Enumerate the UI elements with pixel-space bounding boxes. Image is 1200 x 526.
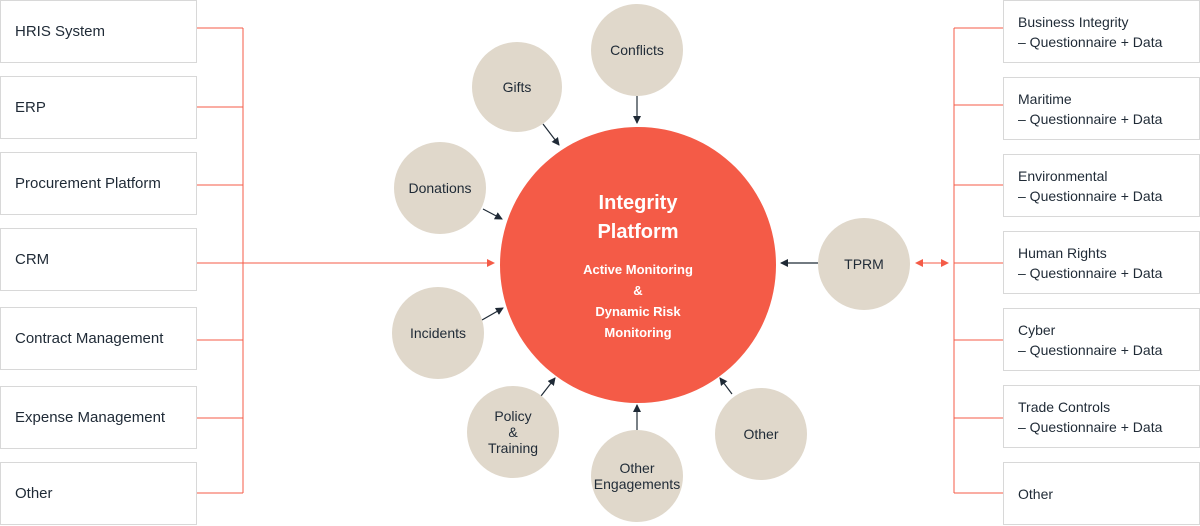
bubble-label-group: Other Engagements (594, 460, 680, 492)
bubble-conflicts: Conflicts (591, 4, 683, 96)
right-module-title: Maritime (1018, 90, 1072, 107)
left-system-label: Procurement Platform (15, 175, 161, 192)
right-module-text: Maritime – Questionnaire + Data (1018, 89, 1162, 129)
platform-title-line: Integrity (598, 192, 678, 214)
left-system-label: HRIS System (15, 23, 106, 40)
right-module-other: Other (1003, 462, 1200, 525)
bubble-label-group: Policy & Training (488, 408, 538, 456)
left-system-label: CRM (15, 251, 50, 268)
platform-subtitle: Active Monitoring & Dynamic Risk Monitor… (500, 259, 776, 343)
bubble-incidents: Incidents (392, 287, 484, 379)
left-system-expense-management: Expense Management (0, 386, 197, 449)
bubble-other: Other (715, 388, 807, 480)
right-module-title: Cyber (1018, 321, 1056, 338)
platform-title: Integrity Platform (500, 189, 776, 247)
bubble-label: Gifts (502, 79, 532, 95)
right-module-trade-controls: Trade Controls – Questionnaire + Data (1003, 385, 1200, 448)
left-system-erp: ERP (0, 76, 197, 139)
arrow-gifts (542, 123, 560, 146)
left-system-label: Expense Management (15, 409, 166, 426)
right-module-text: Business Integrity – Questionnaire + Dat… (1018, 12, 1162, 52)
right-module-title: Business Integrity (1018, 13, 1129, 30)
platform-subtitle-line: Dynamic Risk (595, 304, 681, 319)
bubble-label: & (508, 424, 518, 440)
bubble-label: Donations (408, 180, 472, 196)
right-module-human-rights: Human Rights – Questionnaire + Data (1003, 231, 1200, 294)
right-module-title: Human Rights (1018, 244, 1107, 261)
right-module-maritime: Maritime – Questionnaire + Data (1003, 77, 1200, 140)
right-module-subtitle: – Questionnaire + Data (1018, 341, 1163, 358)
arrow-incidents (481, 307, 504, 321)
left-system-procurement: Procurement Platform (0, 152, 197, 215)
bubble-label: Engagements (593, 476, 681, 492)
bubble-label: Training (487, 440, 539, 456)
left-system-label: Other (15, 485, 53, 502)
arrow-other (719, 377, 733, 395)
bubble-label: Other (619, 460, 655, 476)
bubble-label: Incidents (409, 325, 467, 341)
left-bracket (197, 27, 244, 494)
bubble-arrows (481, 96, 818, 430)
bubble-label: Other (743, 426, 779, 442)
bubble-tprm: TPRM (818, 218, 910, 310)
bubble-label: Policy (494, 408, 532, 424)
right-module-text: Human Rights – Questionnaire + Data (1018, 243, 1162, 283)
bubble-donations: Donations (394, 142, 486, 234)
left-system-crm: CRM (0, 228, 197, 291)
arrow-policy (540, 377, 556, 397)
right-module-subtitle: – Questionnaire + Data (1018, 264, 1163, 281)
platform-subtitle-line: & (633, 283, 643, 298)
right-module-title: Trade Controls (1018, 398, 1111, 415)
right-module-cyber: Cyber – Questionnaire + Data (1003, 308, 1200, 371)
integrity-platform-circle: Integrity Platform Active Monitoring & D… (500, 127, 776, 403)
left-system-contract-management: Contract Management (0, 307, 197, 370)
bubble-label: TPRM (844, 256, 884, 272)
right-module-environmental: Environmental – Questionnaire + Data (1003, 154, 1200, 217)
left-system-label: Contract Management (15, 330, 164, 347)
platform-subtitle-line: Active Monitoring (583, 262, 693, 277)
right-module-business-integrity: Business Integrity – Questionnaire + Dat… (1003, 0, 1200, 63)
right-module-title: Other (1018, 485, 1054, 502)
right-module-text: Other (1018, 484, 1053, 504)
right-module-text: Cyber – Questionnaire + Data (1018, 320, 1162, 360)
right-module-text: Trade Controls – Questionnaire + Data (1018, 397, 1162, 437)
right-module-subtitle: – Questionnaire + Data (1018, 187, 1163, 204)
bubble-label: Conflicts (610, 42, 664, 58)
left-system-hris: HRIS System (0, 0, 197, 63)
left-system-other: Other (0, 462, 197, 525)
platform-title-line: Platform (597, 221, 679, 243)
left-system-label: ERP (15, 99, 46, 116)
platform-subtitle-line: Monitoring (604, 325, 672, 340)
right-module-subtitle: – Questionnaire + Data (1018, 418, 1163, 435)
bubble-gifts: Gifts (472, 42, 562, 132)
right-module-title: Environmental (1018, 167, 1108, 184)
right-module-text: Environmental – Questionnaire + Data (1018, 166, 1162, 206)
bubble-other-engagements: Other Engagements (591, 430, 683, 522)
right-bracket (953, 27, 1003, 494)
right-module-subtitle: – Questionnaire + Data (1018, 33, 1163, 50)
bubble-policy-training: Policy & Training (467, 386, 559, 478)
right-module-subtitle: – Questionnaire + Data (1018, 110, 1163, 127)
arrow-donations (482, 208, 503, 220)
